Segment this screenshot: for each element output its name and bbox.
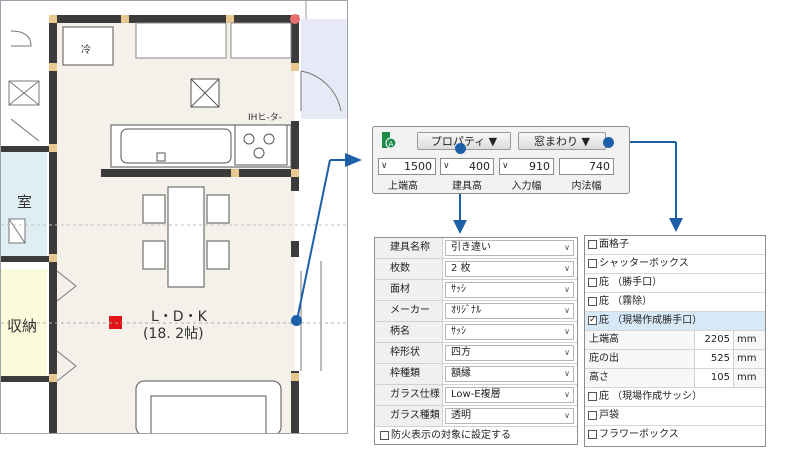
glass-spec-select[interactable]: Low-E複層∨	[445, 387, 574, 403]
chevron-down-icon: ∨	[564, 411, 570, 420]
option-flower-box[interactable]: フラワーボックス	[585, 426, 765, 445]
option-eave-mist[interactable]: 庇 （霧除）	[585, 293, 765, 312]
chevron-down-icon: ∨	[564, 369, 570, 378]
input-width-label: 入力幅	[511, 181, 542, 192]
option-eave-site-backdoor[interactable]: ✓庇 （現場作成勝手口）	[585, 312, 765, 331]
option-shutter-case[interactable]: 戸袋	[585, 407, 765, 426]
floor-plan[interactable]: 冷 IHヒ-タ- 室 収納 L・D・K (18. 2帖)	[0, 0, 348, 434]
pattern-select[interactable]: ｻｯｼ∨	[445, 324, 574, 340]
property-row-count: 枚数 2 枚∨	[375, 259, 577, 280]
fridge-label: 冷	[81, 45, 91, 56]
properties-button[interactable]: プロパティ ▼	[417, 132, 511, 150]
checkbox[interactable]	[588, 430, 597, 439]
top-height-label: 上端高	[388, 181, 418, 192]
property-key: 枚数	[375, 259, 443, 279]
chevron-down-icon: ∨	[564, 390, 570, 399]
window-tool-icon[interactable]: A	[382, 132, 397, 149]
fitting-height-input[interactable]: ∨400	[440, 158, 494, 175]
window-toolbar: A プロパティ ▼ 窓まわり ▼ ∨1500 ∨400 ∨910 740 上端高…	[372, 126, 630, 194]
checkbox[interactable]	[588, 297, 597, 306]
property-key: ガラス種類	[375, 406, 443, 426]
option-eave-site-sash[interactable]: 庇 （現場作成サッシ）	[585, 388, 765, 407]
property-key: 枠形状	[375, 343, 443, 363]
glass-type-select[interactable]: 透明∨	[445, 408, 574, 424]
storage-label: 収納	[7, 317, 38, 335]
fire-display-checkbox[interactable]	[380, 431, 389, 440]
eave-depth-input[interactable]: 525	[694, 350, 734, 368]
property-row-name: 建具名称 引き違い∨	[375, 238, 577, 259]
chevron-down-icon: ∨	[564, 327, 570, 336]
option-lattice[interactable]: 面格子	[585, 236, 765, 255]
window-menu-callout-dot	[603, 137, 614, 148]
property-row-material: 面材 ｻｯｼ∨	[375, 280, 577, 301]
property-row-glass-spec: ガラス仕様 Low-E複層∨	[375, 385, 577, 406]
room-label-left: 室	[17, 193, 33, 211]
ldk-size-label: (18. 2帖)	[143, 326, 204, 342]
checkbox[interactable]	[588, 240, 597, 249]
checkbox-checked[interactable]: ✓	[588, 315, 597, 325]
chevron-down-icon: ∨	[443, 161, 450, 171]
floor-plan-drawing	[1, 1, 347, 433]
input-width-input[interactable]: ∨910	[499, 158, 554, 175]
chevron-down-icon: ∨	[564, 306, 570, 315]
option-shutter-box[interactable]: シャッターボックス	[585, 255, 765, 274]
fitting-name-select[interactable]: 引き違い∨	[445, 240, 574, 256]
fitting-height-label: 建具高	[452, 181, 482, 192]
inner-width-label: 内法幅	[571, 181, 602, 192]
property-row-frame-type: 枠種類 額縁∨	[375, 364, 577, 385]
option-eave-backdoor[interactable]: 庇 （勝手口）	[585, 274, 765, 293]
checkbox[interactable]	[588, 392, 597, 401]
properties-callout-dot	[455, 143, 466, 154]
ldk-name-label: L・D・K	[151, 309, 207, 325]
checkbox[interactable]	[588, 411, 597, 420]
property-key: 柄名	[375, 322, 443, 342]
property-row-pattern: 柄名 ｻｯｼ∨	[375, 322, 577, 343]
property-key: メーカー	[375, 301, 443, 321]
frame-shape-select[interactable]: 四方∨	[445, 345, 574, 361]
property-key: ガラス仕様	[375, 385, 443, 405]
chevron-down-icon: ∨	[564, 285, 570, 294]
checkbox[interactable]	[588, 278, 597, 287]
selected-window-marker[interactable]	[291, 315, 302, 326]
top-height-input[interactable]: ∨1500	[378, 158, 436, 175]
chevron-down-icon: ∨	[502, 161, 509, 171]
svg-text:A: A	[389, 140, 394, 148]
property-row-glass-type: ガラス種類 透明∨	[375, 406, 577, 427]
panel-count-select[interactable]: 2 枚∨	[445, 261, 574, 277]
ih-label: IHヒ-タ-	[248, 113, 282, 123]
window-accessories-button[interactable]: 窓まわり ▼	[518, 132, 606, 150]
chevron-down-icon: ∨	[564, 243, 570, 252]
properties-panel: 建具名称 引き違い∨ 枚数 2 枚∨ 面材 ｻｯｼ∨ メーカー ｵﾘｼﾞﾅﾙ∨ …	[374, 237, 578, 445]
fire-display-checkbox-row[interactable]: 防火表示の対象に設定する	[375, 427, 577, 444]
checkbox[interactable]	[588, 259, 597, 268]
chevron-down-icon: ∨	[564, 264, 570, 273]
frame-type-select[interactable]: 額縁∨	[445, 366, 574, 382]
property-key: 建具名称	[375, 238, 443, 258]
eave-height-input[interactable]: 105	[694, 369, 734, 387]
property-row-maker: メーカー ｵﾘｼﾞﾅﾙ∨	[375, 301, 577, 322]
property-row-frame-shape: 枠形状 四方∨	[375, 343, 577, 364]
material-select[interactable]: ｻｯｼ∨	[445, 282, 574, 298]
window-accessories-panel: 面格子 シャッターボックス 庇 （勝手口） 庇 （霧除） ✓庇 （現場作成勝手口…	[584, 235, 766, 447]
property-key: 枠種類	[375, 364, 443, 384]
chevron-down-icon: ∨	[381, 161, 388, 171]
inner-width-input[interactable]: 740	[559, 158, 614, 175]
maker-select[interactable]: ｵﾘｼﾞﾅﾙ∨	[445, 303, 574, 319]
eave-top-height-input[interactable]: 2205	[694, 331, 734, 349]
property-key: 面材	[375, 280, 443, 300]
chevron-down-icon: ∨	[564, 348, 570, 357]
